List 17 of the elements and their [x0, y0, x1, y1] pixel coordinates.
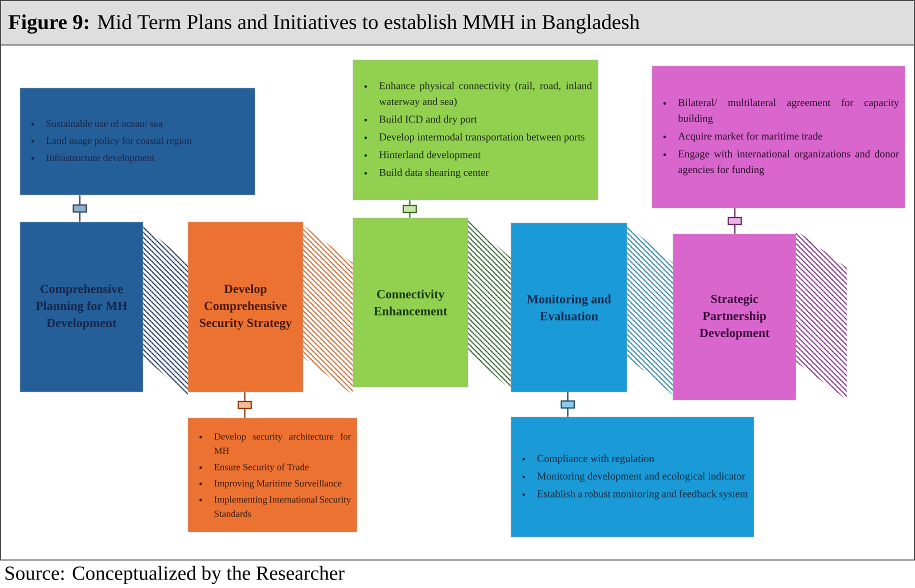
stage-box: Monitoring and Evaluation	[510, 222, 628, 392]
figure-title: Figure 9: Mid Term Plans and Initiatives to establish MMH in Bangladesh	[8, 14, 640, 34]
stage-box: Comprehensive Planning for MH Development	[20, 222, 144, 392]
stage-box: Connectivity Enhancement	[352, 218, 468, 388]
source-caption: Source: Conceptualized by the Researcher	[6, 566, 344, 584]
connector-line	[72, 195, 87, 222]
connector-line	[728, 208, 742, 234]
bullet-list-box: Sustainable use of ocean/ sea Land usage policy for coastal region Infrastructure development	[20, 88, 256, 196]
connector-line	[238, 392, 252, 418]
bullet-list-box: Compliance with regulation Monitoring development and ecological indicator Establish a robust monitoring and feedback system	[510, 416, 754, 538]
connector-line	[560, 392, 575, 417]
bullet-list-box: Bilateral/ multilateral agreement for capacity building Acquire market for maritime trade Engage with international organizations and donor agencies for funding	[652, 66, 906, 208]
connector-line	[402, 200, 417, 218]
bullet-list-box: Develop security architecture for MH Ensure Security of Trade Improving Maritime Surveillance Implementing International Security Standards	[188, 418, 358, 532]
stage-box: Strategic Partnership Development	[672, 234, 796, 400]
stage-box: Develop Comprehensive Security Strategy	[188, 222, 304, 392]
bullet-list-box: Enhance physical connectivity (rail, road, inland waterway and sea) Build ICD and dry port Develop intermodal transportation between ports Hinterland development Build data shearing center	[352, 60, 598, 200]
